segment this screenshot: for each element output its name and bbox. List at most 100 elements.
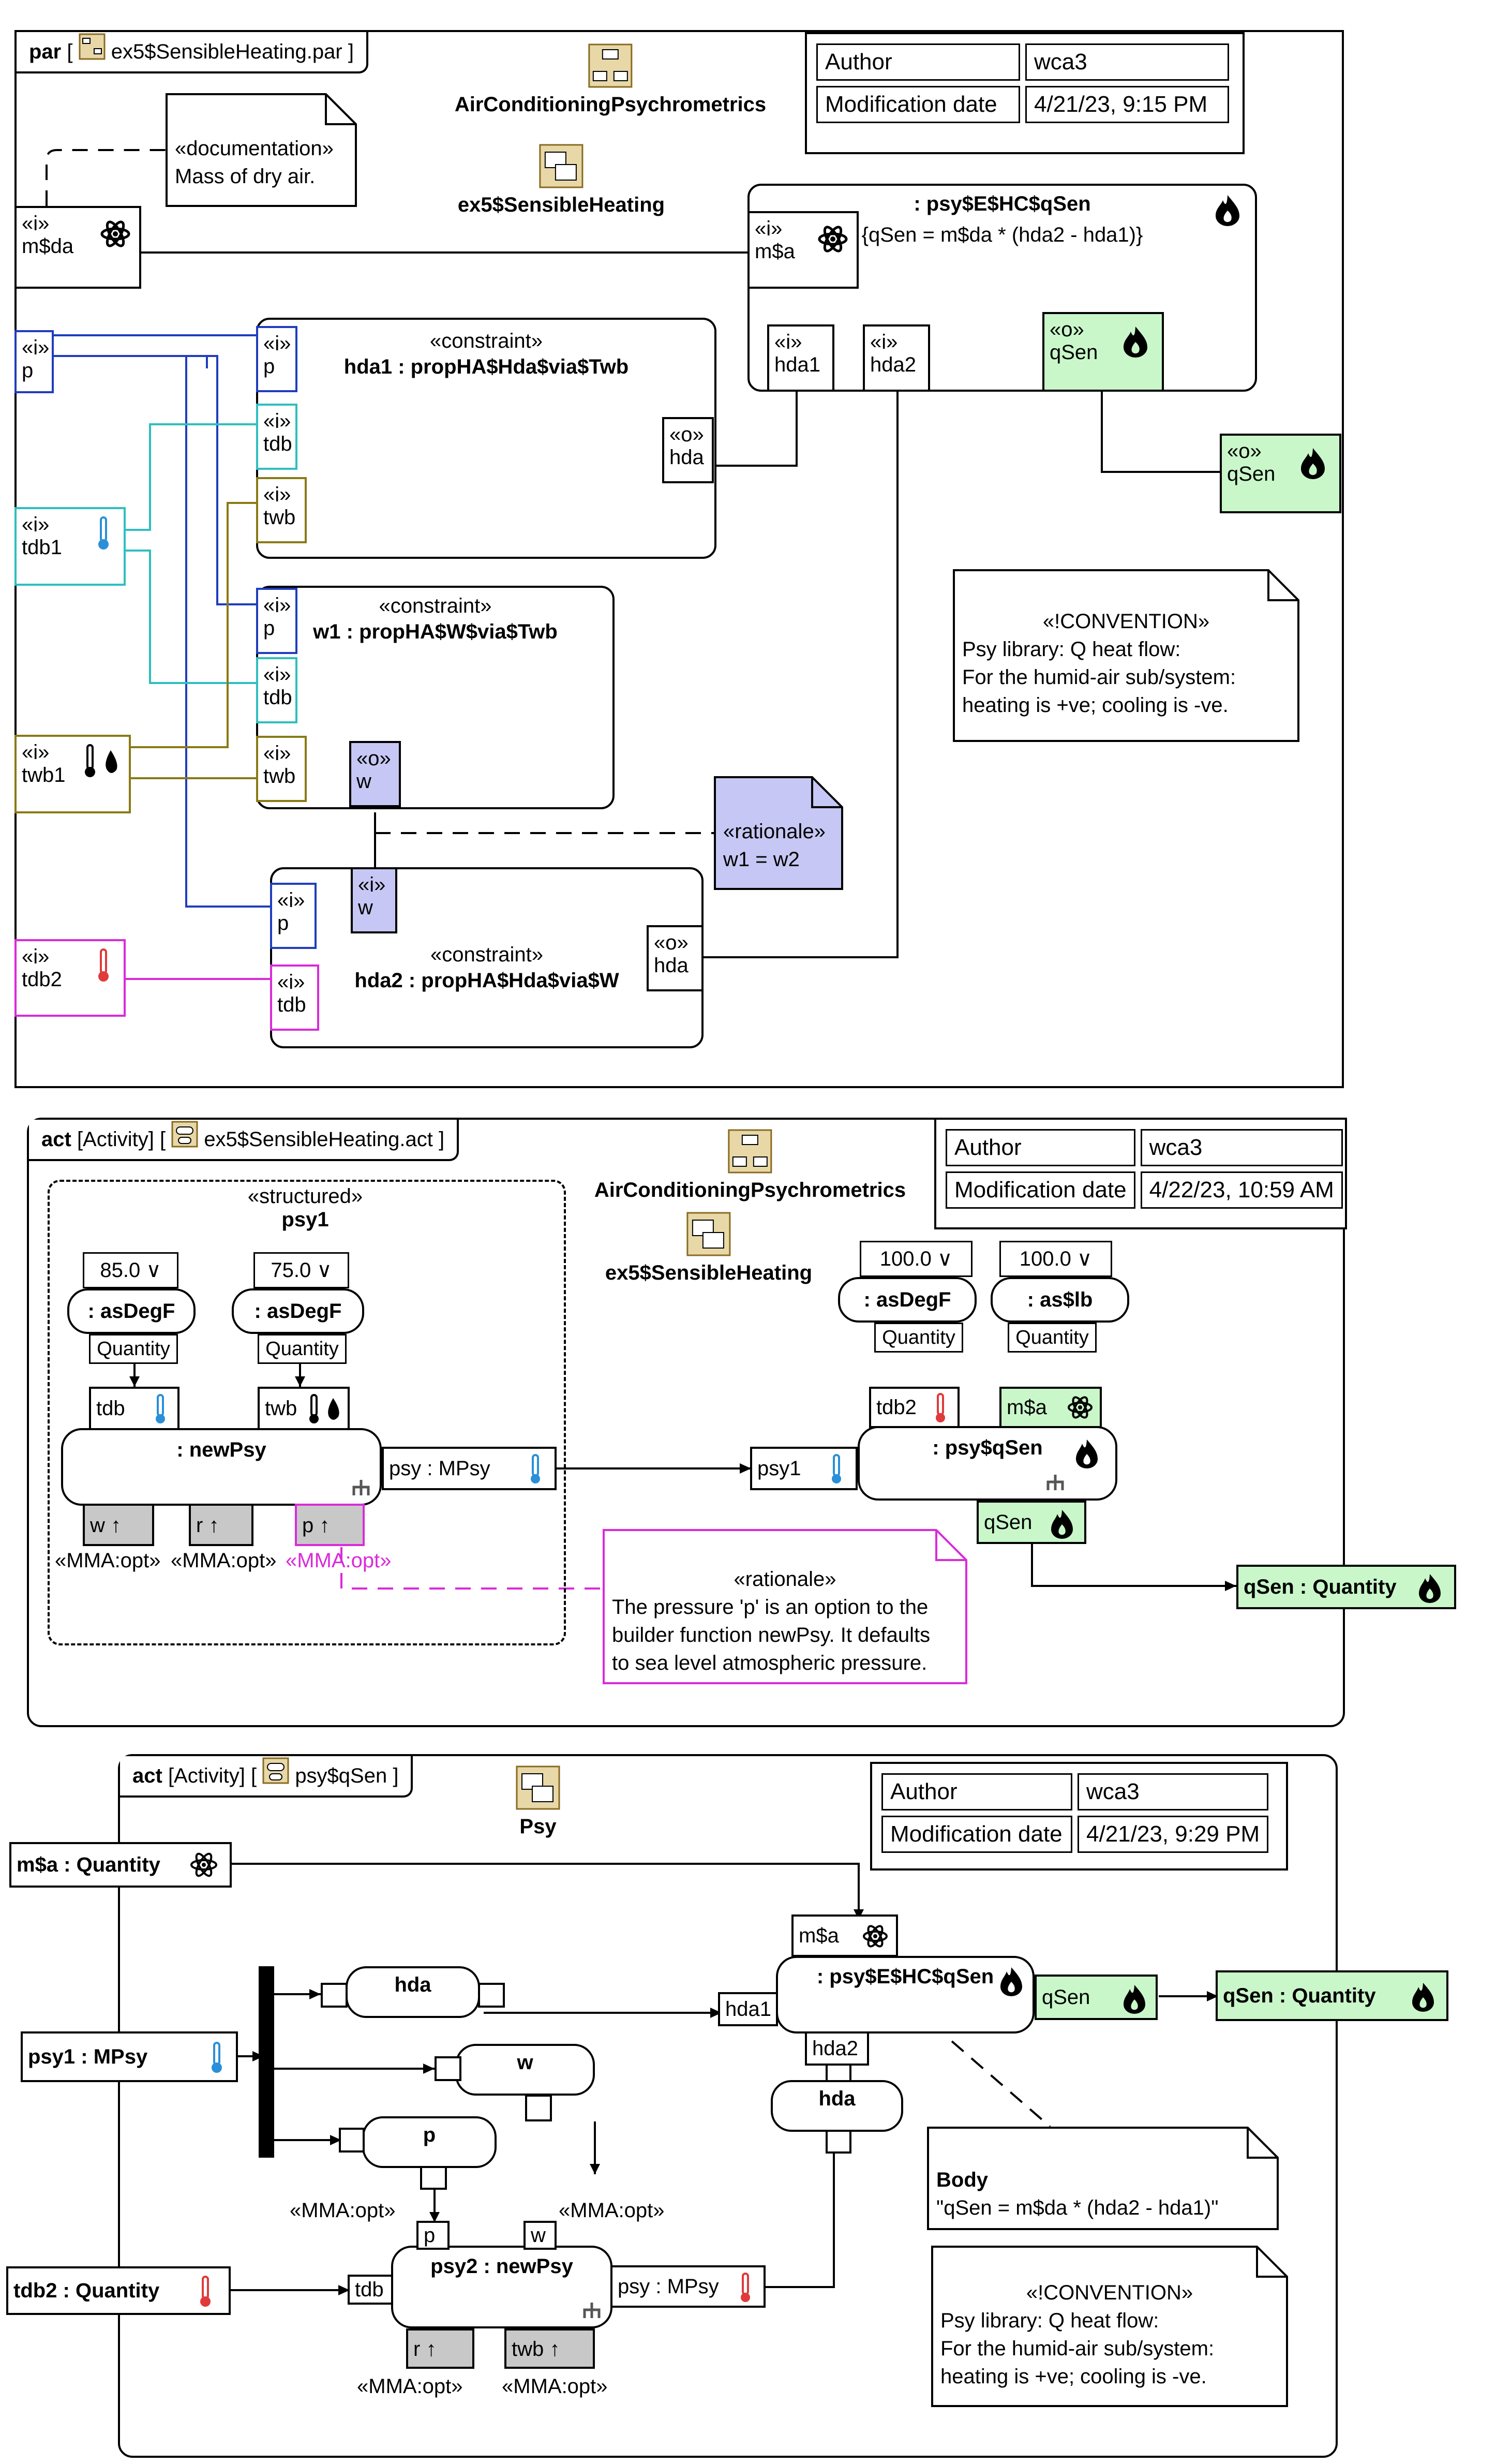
mda-param-pin[interactable]: «i»m$da: [14, 206, 141, 289]
newpsy-twb-pin[interactable]: twb: [258, 1387, 350, 1430]
tdb2-param-pin[interactable]: «i»tdb2: [14, 939, 126, 1017]
twb1-param-pin[interactable]: «i»twb1: [14, 735, 131, 813]
psy2-r-pin[interactable]: r ↑: [406, 2328, 474, 2369]
psy2-tdb-pin[interactable]: tdb: [348, 2275, 393, 2305]
psy2-twb-pin[interactable]: twb ↑: [504, 2328, 595, 2369]
opt-label-w: «MMA:opt»: [55, 1549, 161, 1572]
quantity-pin-4[interactable]: Quantity: [1008, 1323, 1097, 1353]
package-icon: [539, 144, 584, 188]
psy2-w-pin[interactable]: w: [523, 2221, 557, 2250]
p-action[interactable]: p: [362, 2116, 497, 2168]
call-hda2-pin[interactable]: hda2: [805, 2031, 869, 2066]
psy-e-hc-qsen-action[interactable]: : psy$E$HC$qSen: [776, 1956, 1035, 2033]
thermometer-blue-icon: [832, 1454, 841, 1483]
asdegf-action-1[interactable]: : asDegF: [67, 1288, 196, 1334]
newpsy-w-pin[interactable]: w ↑: [83, 1504, 154, 1546]
quantity-pin-1[interactable]: Quantity: [89, 1334, 178, 1364]
w1-p-pin[interactable]: «i»p: [256, 588, 297, 654]
thermometer-red-icon: [98, 948, 109, 982]
value-85[interactable]: 85.0 ∨: [83, 1252, 178, 1288]
newpsy-psy-out-pin[interactable]: psy : MPsy: [382, 1447, 557, 1490]
hda2-p-pin[interactable]: «i»p: [270, 883, 317, 949]
hda1-constraint-block[interactable]: «constraint»hda1 : propHA$Hda$via$Twb: [256, 318, 716, 559]
fire-icon: [1301, 448, 1325, 479]
thermometer-red-icon: [200, 2276, 211, 2307]
hda-action[interactable]: hda: [346, 1966, 480, 2018]
fire-icon: [1412, 1983, 1434, 2012]
newpsy-p-pin[interactable]: p ↑: [295, 1504, 365, 1546]
hda2-action[interactable]: hda: [771, 2080, 903, 2132]
w1-tdb-pin[interactable]: «i»tdb: [256, 657, 297, 723]
newpsy-action[interactable]: : newPsy: [61, 1428, 382, 1506]
opt-label-r2: «MMA:opt»: [357, 2375, 463, 2398]
qsen-quantity-out-param[interactable]: qSen : Quantity: [1216, 1970, 1448, 2021]
act1-package-2: ex5$SensibleHeating: [605, 1211, 812, 1285]
hda1-hda-pin[interactable]: «o»hda: [662, 417, 714, 483]
w1-twb-pin[interactable]: «i»twb: [256, 736, 307, 802]
psy2-psy-out-pin[interactable]: psy : MPsy: [610, 2265, 766, 2308]
tdb1-param-pin[interactable]: «i»tdb1: [14, 507, 126, 586]
value-75[interactable]: 75.0 ∨: [253, 1252, 349, 1288]
call-hda1-pin[interactable]: hda1: [718, 1992, 778, 2026]
p-action-out-pin: [420, 2166, 447, 2190]
hda2-hda-pin[interactable]: «o»hda: [647, 925, 704, 991]
rationale-note-w: «rationale»w1 = w2: [714, 776, 843, 890]
fork-icon: [583, 2303, 601, 2318]
qsen-quantity-param[interactable]: qSen : Quantity: [1236, 1565, 1456, 1609]
psy-qsen-tdb2-pin[interactable]: tdb2: [869, 1387, 960, 1428]
qsen-ma-pin[interactable]: «i»m$a: [747, 211, 859, 289]
asdegf-action-3[interactable]: : asDegF: [838, 1277, 977, 1323]
psy-qsen-out-pin[interactable]: qSen: [977, 1501, 1086, 1544]
opt-label-p: «MMA:opt»: [286, 1549, 392, 1572]
psy-qsen-ma-pin[interactable]: m$a: [999, 1387, 1102, 1428]
thermometer-blue-icon: [212, 2042, 222, 2073]
newpsy-r-pin[interactable]: r ↑: [189, 1504, 253, 1546]
hda2-constraint-block[interactable]: «constraint»hda2 : propHA$Hda$via$W: [270, 867, 704, 1048]
hda-action-in-pin: [321, 1983, 348, 2008]
value-100-a[interactable]: 100.0 ∨: [860, 1241, 973, 1277]
newpsy-tdb-pin[interactable]: tdb: [89, 1387, 179, 1430]
ma-quantity-param[interactable]: m$a : Quantity: [9, 1842, 232, 1888]
thermometer-drop-icon: [85, 744, 117, 777]
asdegf-action-2[interactable]: : asDegF: [232, 1288, 364, 1334]
psy1-mpsy-param[interactable]: psy1 : MPsy: [21, 2031, 238, 2082]
w-action[interactable]: w: [455, 2044, 595, 2096]
qsen-hda2-pin[interactable]: «i»hda2: [863, 324, 930, 392]
w1-w-pin[interactable]: «o»w: [349, 741, 401, 807]
par-package-2: ex5$SensibleHeating: [458, 143, 665, 217]
call-qsen-pin[interactable]: qSen: [1035, 1975, 1158, 2020]
value-100-b[interactable]: 100.0 ∨: [999, 1241, 1112, 1277]
qsen-hda1-pin[interactable]: «i»hda1: [767, 324, 834, 392]
par-diagram-icon: [79, 33, 106, 73]
act2-frame-tab: act [Activity] [ psy$qSen ]: [120, 1756, 413, 1798]
hda2-tdb-pin[interactable]: «i»tdb: [270, 964, 319, 1031]
act2-package: Psy: [515, 1764, 561, 1838]
hda1-p-pin[interactable]: «i»p: [256, 326, 297, 392]
psy2-p-pin[interactable]: p: [416, 2221, 450, 2250]
activity-diagram-icon: [262, 1757, 289, 1797]
p-action-in-pin: [339, 2128, 365, 2153]
w-action-out-pin: [525, 2095, 552, 2121]
w1-constraint-block[interactable]: «constraint»w1 : propHA$W$via$Twb: [256, 586, 615, 809]
par-frame-tab: par [ ex5$SensibleHeating.par ]: [17, 32, 368, 73]
hda1-tdb-pin[interactable]: «i»tdb: [256, 404, 297, 470]
aslb-action[interactable]: : as$lb: [991, 1277, 1129, 1323]
psy2-newpsy-action[interactable]: psy2 : newPsy: [391, 2246, 612, 2328]
call-ma-pin[interactable]: m$a: [791, 1914, 898, 1957]
qsen-out-pin[interactable]: «o»qSen: [1042, 312, 1164, 392]
hda2-w-pin[interactable]: «i»w: [351, 867, 397, 933]
package-icon: [588, 43, 633, 88]
hda1-twb-pin[interactable]: «i»twb: [256, 477, 307, 543]
psy-qsen-action[interactable]: : psy$qSen: [858, 1426, 1117, 1501]
rationale-note-p: «rationale»The pressure 'p' is an option…: [603, 1529, 967, 1684]
p-param-pin[interactable]: «i»p: [14, 330, 54, 393]
qsen-param-out-pin[interactable]: «o»qSen: [1220, 434, 1341, 513]
tdb2-quantity-param[interactable]: tdb2 : Quantity: [6, 2266, 231, 2315]
psy-qsen-psy1-pin[interactable]: psy1: [750, 1447, 858, 1490]
quantity-pin-3[interactable]: Quantity: [874, 1323, 963, 1353]
atom-icon: [100, 220, 130, 247]
opt-label-p2: «MMA:opt»: [290, 2199, 396, 2222]
w-action-in-pin: [435, 2056, 461, 2081]
quantity-pin-2[interactable]: Quantity: [258, 1334, 347, 1364]
